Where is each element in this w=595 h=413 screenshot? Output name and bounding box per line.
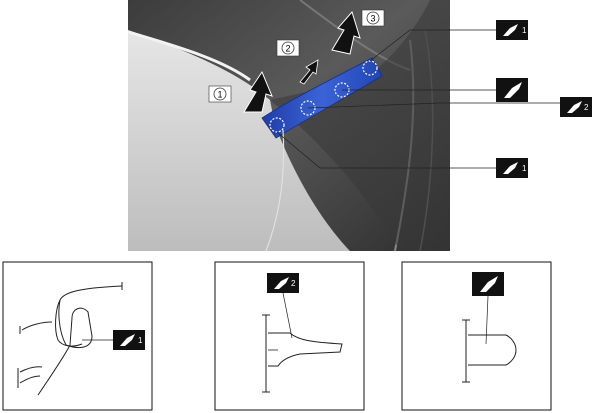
clip-icon bbox=[504, 82, 522, 98]
leader-lines bbox=[276, 29, 560, 169]
clip-icon bbox=[503, 162, 518, 174]
callout-badge-clip-2: 2 bbox=[560, 97, 592, 117]
arrow-up-icon bbox=[243, 70, 273, 113]
step-number: 3 bbox=[370, 14, 375, 24]
clip-icon bbox=[567, 101, 582, 113]
callout-subscript: 2 bbox=[291, 279, 296, 288]
step-3-label: 3 bbox=[361, 9, 385, 27]
callout-badge-clip-plain bbox=[496, 78, 528, 102]
callout-subscript: 1 bbox=[522, 26, 527, 35]
vehicle-photo bbox=[128, 0, 450, 251]
callout-badge-clip-1-top: 1 bbox=[496, 20, 528, 40]
detail-panel-clip-2: 2 bbox=[214, 261, 365, 411]
step-labels: 1 2 3 bbox=[208, 9, 385, 103]
step-number: 2 bbox=[285, 44, 290, 54]
callout-subscript: 1 bbox=[138, 336, 143, 345]
detail-panel-clip-plain bbox=[401, 261, 552, 411]
callout-badge-clip-1-bottom: 1 bbox=[496, 158, 528, 178]
step-number: 1 bbox=[217, 90, 222, 100]
step-2-label: 2 bbox=[276, 39, 300, 57]
clip-icon bbox=[503, 24, 518, 36]
arrow-up-icon bbox=[299, 59, 319, 85]
clip-icon bbox=[120, 334, 135, 346]
arrow-up-icon bbox=[331, 10, 361, 55]
blue-trim-part bbox=[261, 57, 383, 139]
detail-panel-clip-1: 1 bbox=[2, 261, 153, 411]
clip-icon bbox=[480, 276, 498, 292]
removal-arrows bbox=[243, 10, 361, 113]
clip-icon bbox=[274, 277, 289, 289]
callout-subscript: 2 bbox=[584, 103, 589, 112]
callout-subscript: 1 bbox=[522, 164, 527, 173]
step-1-label: 1 bbox=[208, 85, 232, 103]
